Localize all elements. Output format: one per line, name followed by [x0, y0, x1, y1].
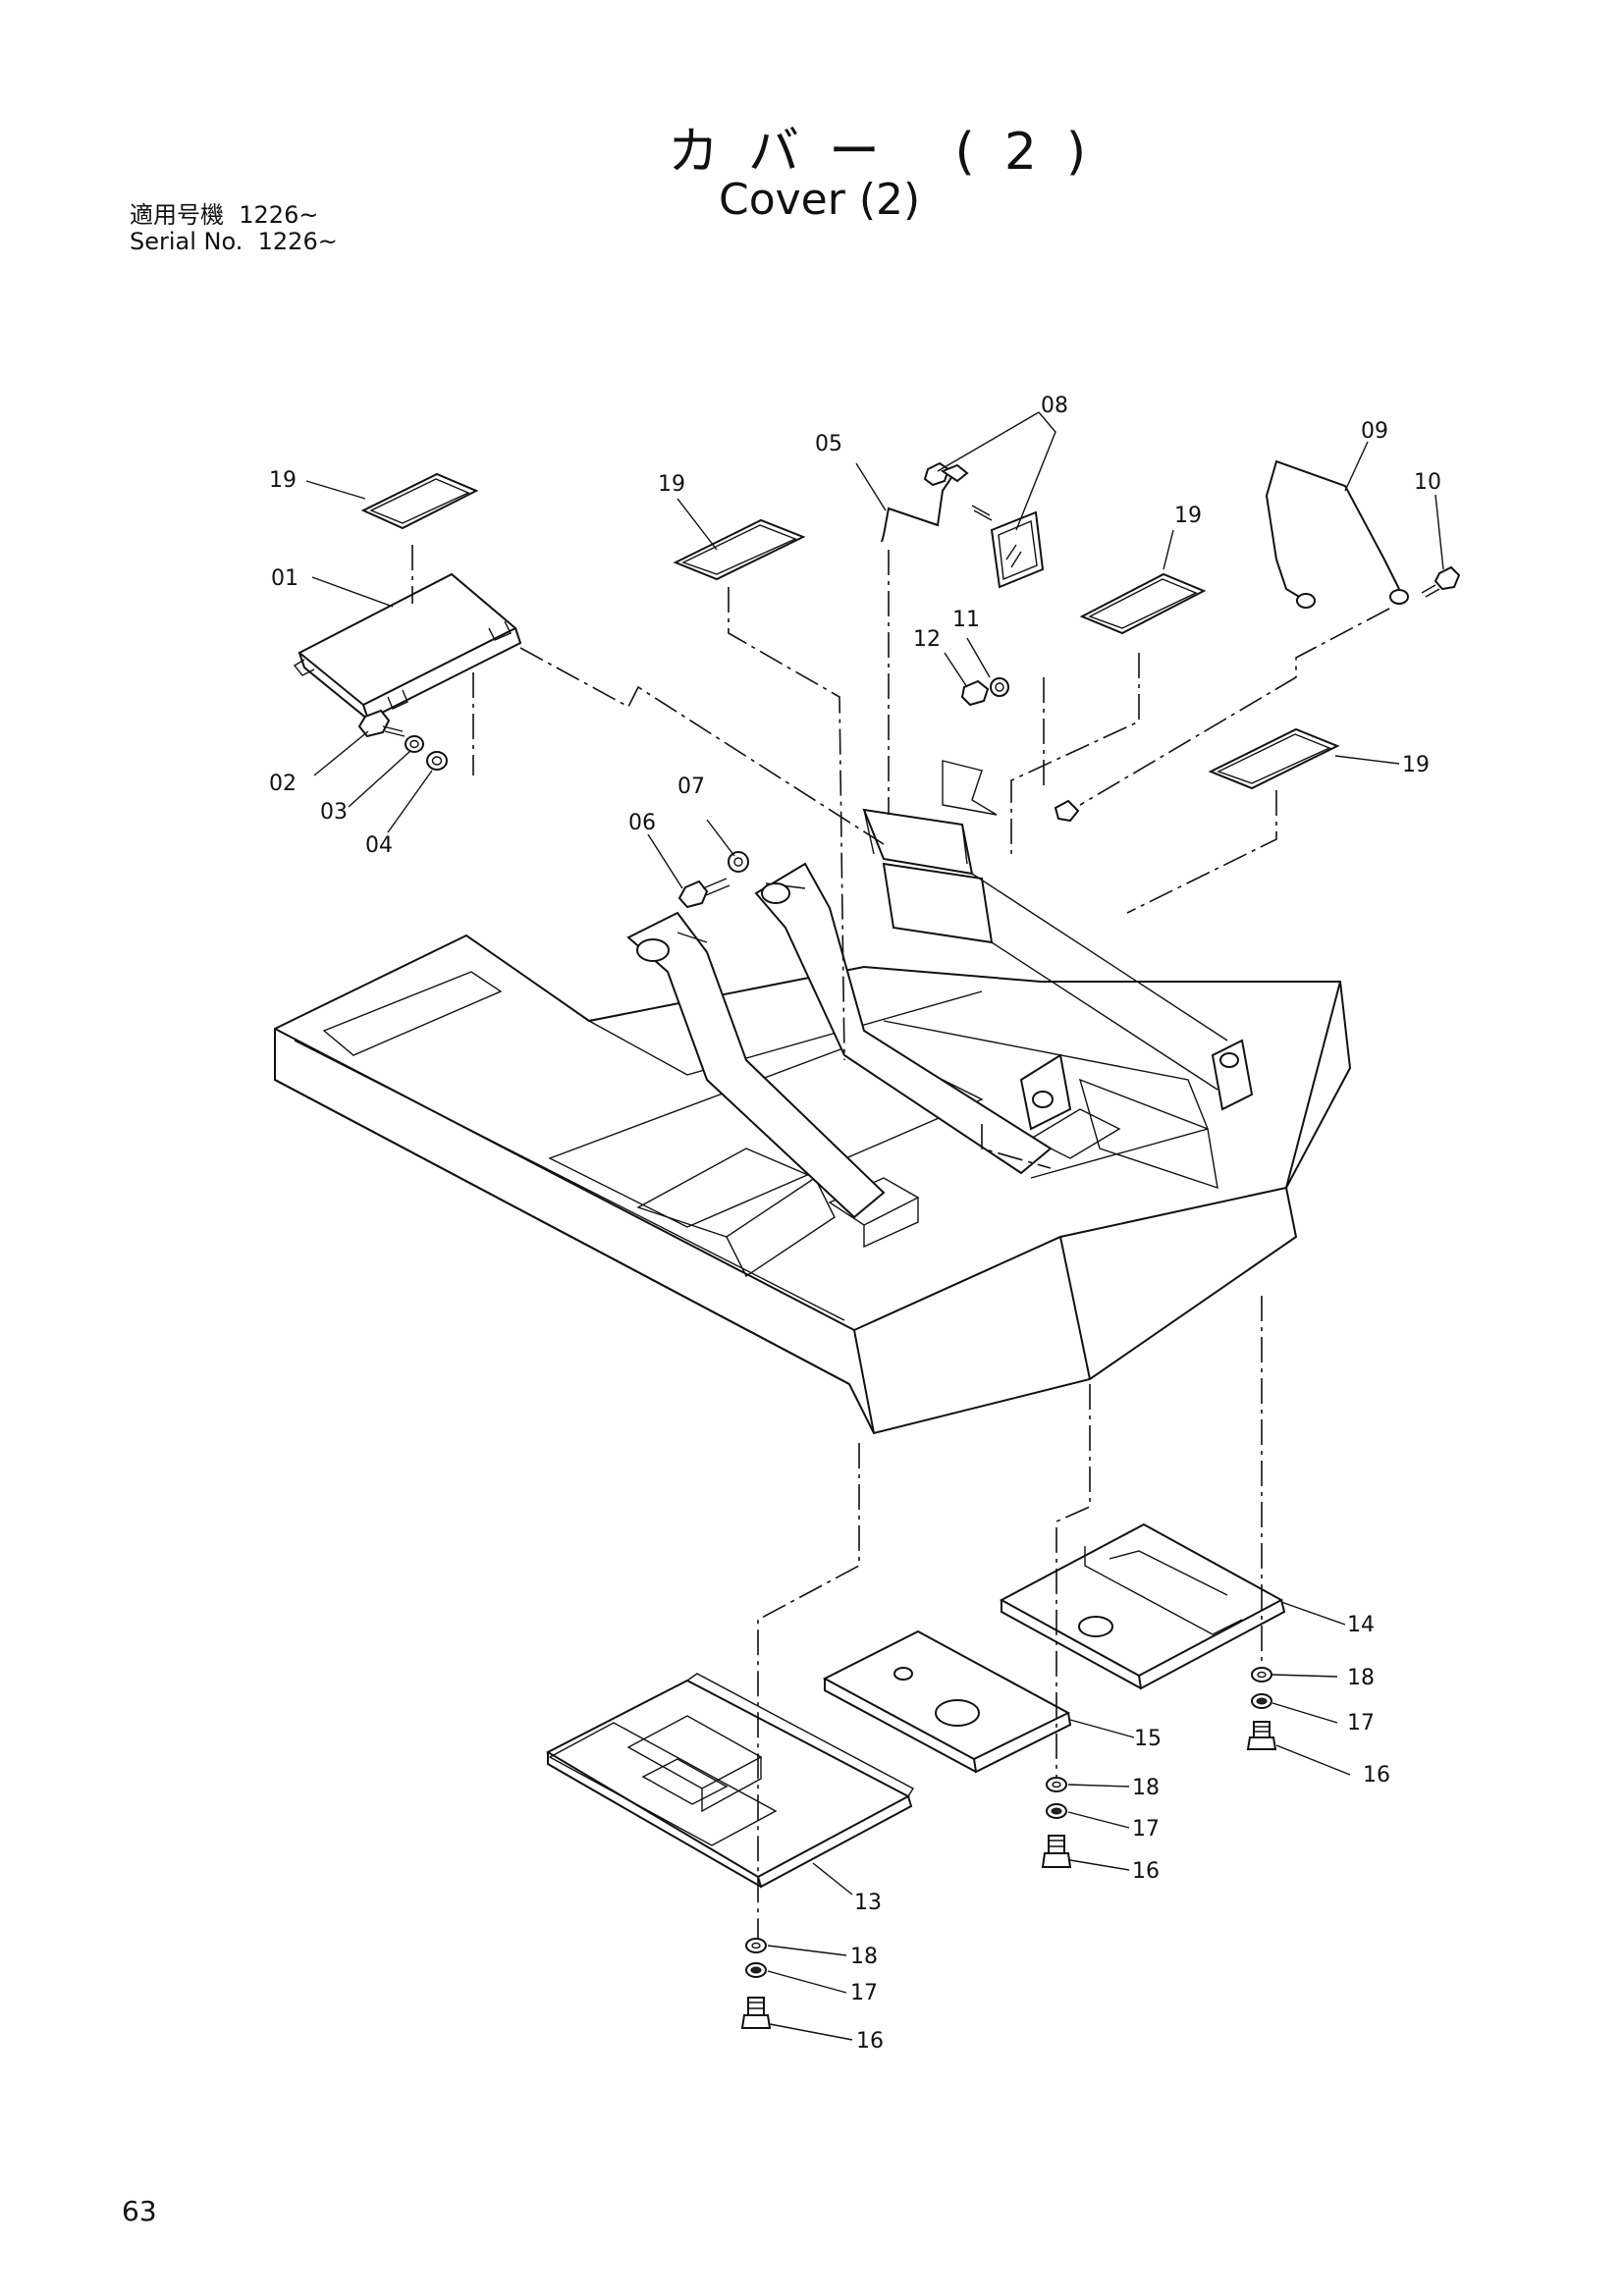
- cover-01: [293, 572, 522, 722]
- title-japanese: カバー (2): [668, 123, 1116, 182]
- hardware-stack-14: [1246, 1667, 1277, 1750]
- callout-12: 12: [913, 627, 941, 652]
- callout-05: 05: [815, 432, 842, 456]
- bolt-10: [1421, 565, 1461, 598]
- boom-bracket-assembly: [626, 808, 1254, 1219]
- callout-03: 03: [320, 800, 348, 825]
- callout-19-d: 19: [1402, 753, 1430, 777]
- callout-19-a: 19: [269, 468, 297, 493]
- callout-11: 11: [952, 608, 980, 632]
- page-number: 63: [122, 2195, 157, 2227]
- callout-04: 04: [365, 833, 393, 858]
- assembly-lines: [411, 545, 1390, 1939]
- callout-17-a: 17: [1347, 1711, 1375, 1735]
- nut-12: [960, 679, 990, 707]
- washer-04: [426, 751, 448, 771]
- mirror-08: [923, 461, 1045, 589]
- washer-11: [990, 677, 1009, 697]
- callout-18-b: 18: [1132, 1776, 1160, 1800]
- callout-08: 08: [1041, 394, 1068, 418]
- callout-19-c: 19: [1174, 504, 1202, 528]
- decal-19-c: [1079, 572, 1207, 635]
- mount-bracket: [942, 760, 1080, 823]
- leader-lines: [305, 411, 1444, 2041]
- decal-19-d: [1208, 727, 1340, 790]
- callout-16-c: 16: [856, 2029, 884, 2054]
- callout-18-c: 18: [850, 1945, 878, 1969]
- under-cover-13: [545, 1673, 914, 1889]
- nut-07: [728, 851, 749, 873]
- callout-16-b: 16: [1132, 1859, 1160, 1884]
- callout-06: 06: [628, 811, 656, 835]
- under-cover-15: [822, 1629, 1072, 1774]
- serial-english: Serial No. 1226~: [130, 228, 338, 255]
- callout-17-c: 17: [850, 1981, 878, 2005]
- decal-19-b: [673, 518, 806, 581]
- rod-05: [881, 475, 953, 543]
- serial-block: 適用号機 1226~ Serial No. 1226~: [130, 202, 338, 255]
- bolt-06: [677, 878, 730, 909]
- decal-19-a: [360, 472, 479, 530]
- callout-17-b: 17: [1132, 1817, 1160, 1842]
- callout-02: 02: [269, 772, 297, 796]
- callout-14: 14: [1347, 1613, 1375, 1637]
- callout-16-a: 16: [1363, 1763, 1390, 1788]
- callout-13: 13: [854, 1891, 882, 1915]
- bolt-02: [357, 709, 406, 738]
- callout-labels: 01 02 03 04 05 06 07 08 09 10 11 12 13 1…: [269, 394, 1441, 2054]
- title-english: Cover (2): [719, 175, 921, 225]
- callout-01: 01: [271, 566, 298, 591]
- callout-18-a: 18: [1347, 1666, 1375, 1690]
- callout-10: 10: [1414, 470, 1441, 495]
- hardware-stack-15: [1041, 1777, 1072, 1868]
- washer-03: [405, 735, 424, 753]
- callout-09: 09: [1361, 419, 1388, 444]
- serial-japanese: 適用号機 1226~: [130, 201, 319, 229]
- callout-07: 07: [677, 774, 705, 799]
- callout-19-b: 19: [658, 472, 685, 497]
- main-frame: [274, 934, 1352, 1435]
- hardware-stack-13: [740, 1938, 772, 2029]
- handrail-09: [1265, 459, 1409, 609]
- under-cover-14: [999, 1522, 1286, 1690]
- callout-15: 15: [1134, 1727, 1162, 1751]
